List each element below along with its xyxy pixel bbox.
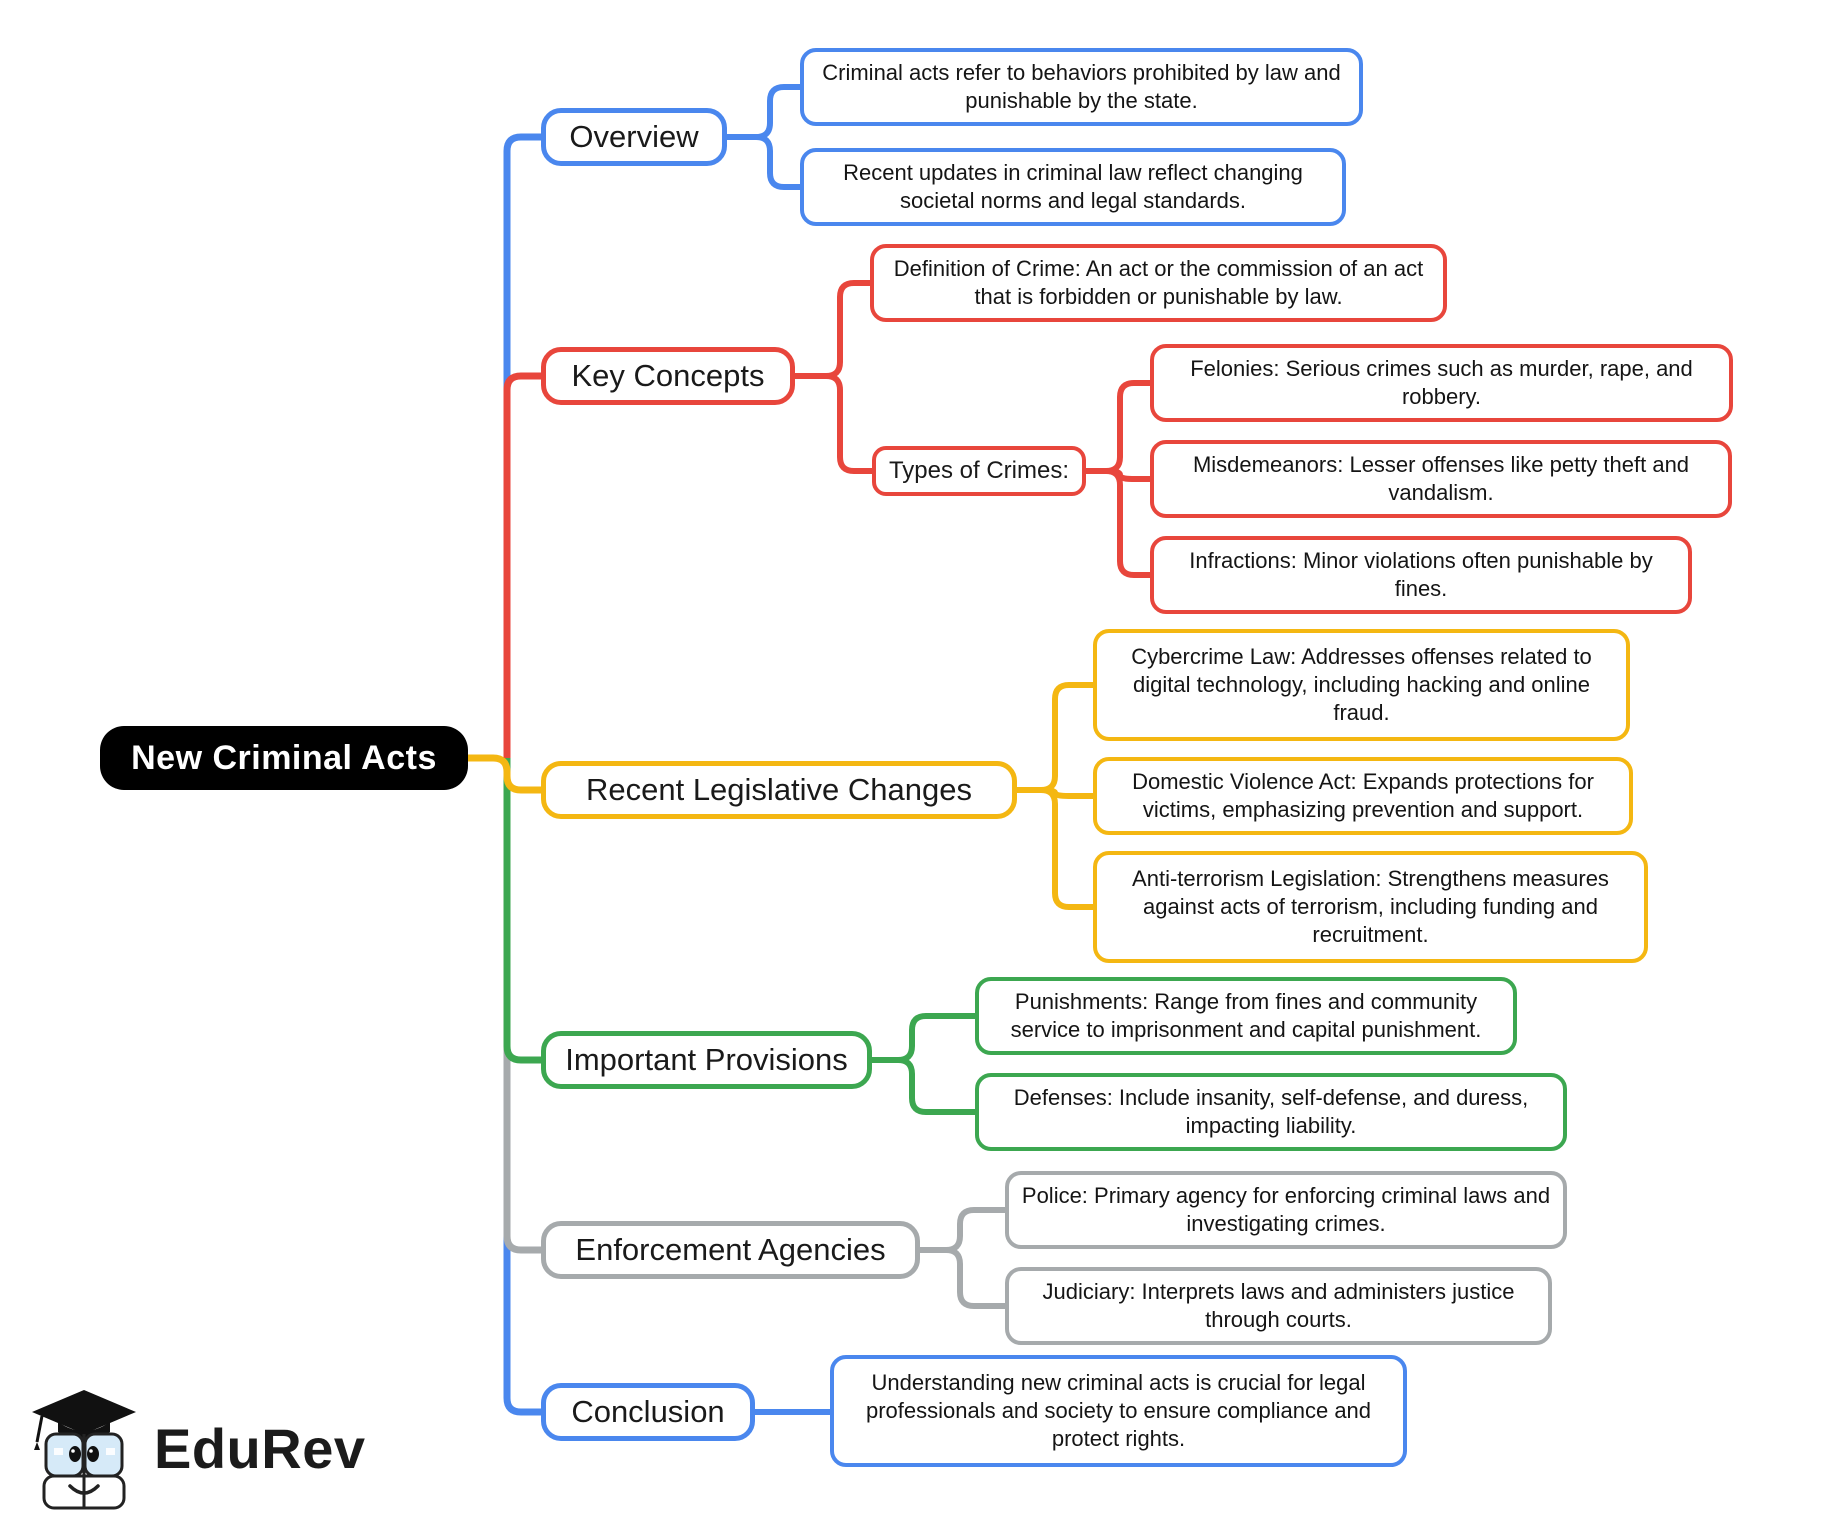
leaf-overview-updates[interactable]: Recent updates in criminal law reflect c… <box>800 148 1346 226</box>
edurev-mascot-icon <box>32 1390 136 1510</box>
leaf-judiciary[interactable]: Judiciary: Interprets laws and administe… <box>1005 1267 1552 1345</box>
connector-overview-leaf-2 <box>727 134 800 190</box>
connector-enforcement <box>503 758 541 1254</box>
leaf-defenses[interactable]: Defenses: Include insanity, self-defense… <box>975 1073 1567 1151</box>
branch-conclusion[interactable]: Conclusion <box>541 1383 755 1441</box>
connector-definition <box>795 280 870 379</box>
leaf-punishments[interactable]: Punishments: Range from fines and commun… <box>975 977 1517 1055</box>
connector-police <box>920 1207 1005 1253</box>
connector-legislative <box>468 754 541 794</box>
leaf-infractions[interactable]: Infractions: Minor violations often puni… <box>1150 536 1692 614</box>
connector-key-concepts <box>503 372 541 758</box>
leaf-anti-terrorism-legislation[interactable]: Anti-terrorism Legislation: Strengthens … <box>1093 851 1648 963</box>
connector-provisions <box>503 758 541 1064</box>
leaf-overview-definition[interactable]: Criminal acts refer to behaviors prohibi… <box>800 48 1363 126</box>
branch-overview[interactable]: Overview <box>541 108 727 166</box>
connector-felonies <box>1086 380 1150 474</box>
leaf-misdemeanors[interactable]: Misdemeanors: Lesser offenses like petty… <box>1150 440 1732 518</box>
leaf-definition-of-crime[interactable]: Definition of Crime: An act or the commi… <box>870 244 1447 322</box>
branch-recent-legislative-changes[interactable]: Recent Legislative Changes <box>541 761 1017 819</box>
leaf-felonies[interactable]: Felonies: Serious crimes such as murder,… <box>1150 344 1733 422</box>
connector-judiciary <box>920 1247 1005 1309</box>
connector-types <box>795 373 872 474</box>
connector-overview-leaf-1 <box>727 84 800 140</box>
edurev-wordmark: EduRev <box>154 1416 366 1480</box>
connector-infractions <box>1086 468 1150 578</box>
branch-important-provisions[interactable]: Important Provisions <box>541 1031 872 1089</box>
leaf-cybercrime-law[interactable]: Cybercrime Law: Addresses offenses relat… <box>1093 629 1630 741</box>
connector-overview <box>503 133 541 758</box>
leaf-domestic-violence-act[interactable]: Domestic Violence Act: Expands protectio… <box>1093 757 1633 835</box>
connector-anti-terrorism <box>1017 787 1093 910</box>
node-types-of-crimes[interactable]: Types of Crimes: <box>872 446 1086 496</box>
connector-conclusion <box>503 758 541 1416</box>
root-node[interactable]: New Criminal Acts <box>100 726 468 790</box>
branch-enforcement-agencies[interactable]: Enforcement Agencies <box>541 1221 920 1279</box>
leaf-police[interactable]: Police: Primary agency for enforcing cri… <box>1005 1171 1567 1249</box>
connector-punishments <box>872 1013 975 1063</box>
leaf-conclusion-summary[interactable]: Understanding new criminal acts is cruci… <box>830 1355 1407 1467</box>
connector-cybercrime <box>1017 682 1093 793</box>
edurev-logo: EduRev <box>28 1386 366 1510</box>
connector-defenses <box>872 1057 975 1115</box>
branch-key-concepts[interactable]: Key Concepts <box>541 347 795 405</box>
